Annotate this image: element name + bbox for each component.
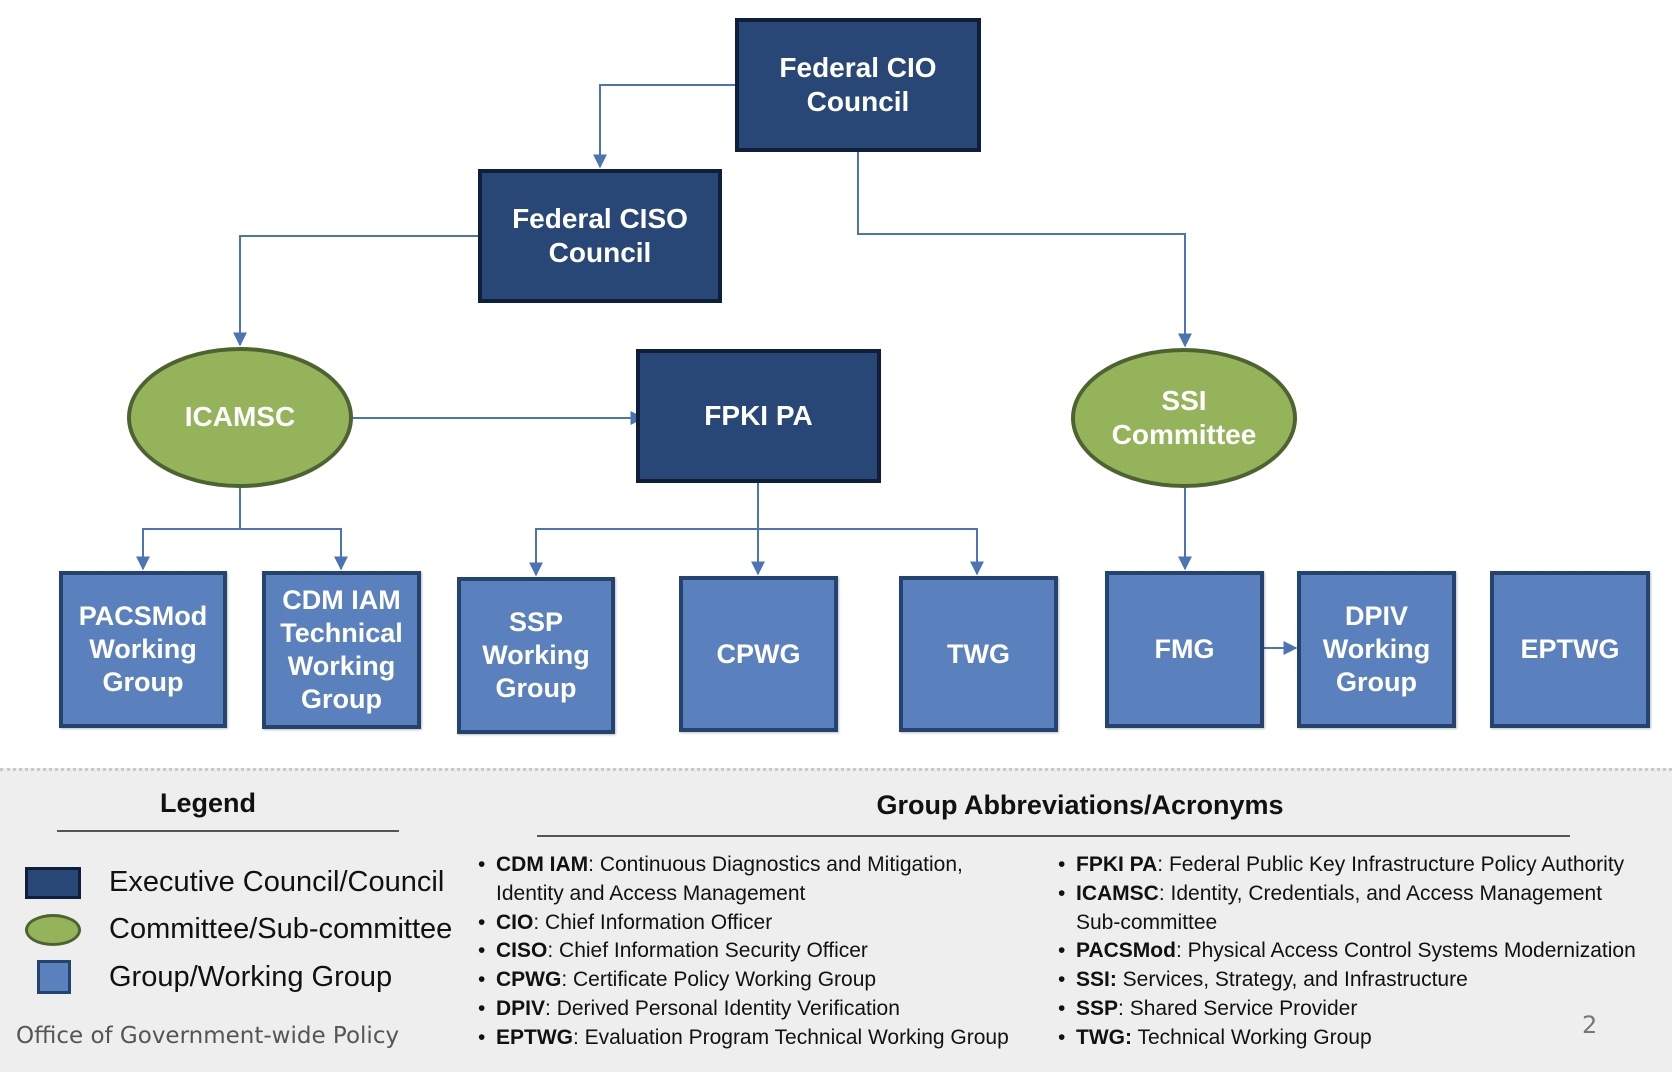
bullet-icon: •	[1058, 968, 1066, 992]
abbreviation-term: SSP	[1076, 996, 1119, 1020]
connector-fpki-to-ssp	[529, 483, 759, 577]
abbreviation-separator: :	[1158, 881, 1165, 905]
bullet-icon: •	[478, 996, 486, 1020]
abbreviation-item: • CIO: Chief Information Officer	[478, 909, 1038, 938]
node-federal-ciso-council: Federal CISO Council	[478, 169, 722, 303]
page-number: 2	[1582, 1011, 1598, 1039]
abbreviation-item: • EPTWG: Evaluation Program Technical Wor…	[478, 1024, 1038, 1053]
abbreviation-separator: :	[1118, 996, 1124, 1020]
org-chart: Federal CIO Council Federal CISO Council…	[59, 18, 1650, 734]
node-fpki-pa: FPKI PA	[636, 349, 881, 483]
abbreviation-separator: :	[547, 939, 554, 963]
abbreviation-description: Evaluation Program Technical Working Gro…	[578, 1025, 1009, 1049]
legend-divider	[57, 830, 399, 832]
abbreviation-description: Federal Public Key Infrastructure Policy…	[1163, 853, 1625, 876]
abbreviation-description: Chief Information Officer	[539, 910, 773, 934]
legend-item-committee: Committee/Sub-committee	[25, 913, 452, 946]
abbreviation-term: PACSMod	[1076, 939, 1176, 963]
abbreviations-title: Group Abbreviations/Acronyms	[876, 790, 1284, 820]
light-blue-square-icon	[37, 960, 71, 994]
abbreviation-item: • SSP: Shared Service Provider	[1058, 995, 1663, 1024]
abbreviation-term: CDM IAM	[496, 853, 589, 876]
abbreviation-separator: :	[588, 853, 594, 876]
connector-ciso-to-icamsc	[233, 235, 478, 347]
dark-blue-rectangle-icon	[25, 866, 81, 899]
legend-label: Committee/Sub-committee	[109, 913, 453, 945]
abbreviation-item: • SSI: Services, Strategy, and Infrastruc…	[1058, 966, 1663, 995]
bullet-icon: •	[478, 1025, 486, 1049]
bullet-icon: •	[1058, 853, 1066, 876]
abbreviation-description: Physical Access Control Systems Moderniz…	[1181, 939, 1636, 963]
abbreviations-left-column: • CDM IAM: Continuous Diagnostics and Mit…	[478, 851, 1038, 1053]
abbreviation-item: • TWG: Technical Working Group	[1058, 1024, 1663, 1053]
abbreviation-description: Identity, Credentials, and Access Manage…	[1076, 881, 1603, 934]
legend-item-executive: Executive Council/Council	[25, 866, 444, 899]
bullet-icon: •	[478, 853, 486, 876]
abbreviation-term: ICAMSC	[1076, 881, 1159, 905]
abbreviation-separator: :	[533, 910, 540, 934]
node-eptwg: EPTWG	[1490, 571, 1650, 728]
abbreviation-description: Shared Service Provider	[1123, 996, 1358, 1020]
legend-title: Legend	[160, 788, 257, 818]
abbreviation-separator: :	[1175, 939, 1182, 963]
abbreviation-term: FPKI PA	[1076, 853, 1158, 876]
bullet-icon: •	[478, 910, 486, 934]
bullet-icon: •	[1058, 881, 1066, 905]
abbreviation-term: CPWG	[496, 968, 562, 992]
bullet-icon: •	[478, 968, 486, 992]
bullet-icon: •	[478, 939, 486, 963]
connector-cio-to-ciso	[593, 84, 735, 169]
abbreviation-term: CIO	[496, 910, 534, 934]
abbreviation-description: Certificate Policy Working Group	[567, 968, 877, 992]
node-federal-cio-council: Federal CIO Council	[735, 18, 981, 152]
node-twg: TWG	[899, 576, 1058, 732]
connector-cio-to-ssi	[857, 152, 1192, 348]
abbreviation-description: Derived Personal Identity Verification	[550, 996, 900, 1020]
node-cpwg: CPWG	[679, 576, 838, 732]
abbreviation-term: DPIV	[496, 996, 546, 1020]
abbreviation-item: • CPWG: Certificate Policy Working Group	[478, 966, 1038, 995]
abbreviations-right-column: • FPKI PA: Federal Public Key Infrastruct…	[1058, 851, 1663, 1053]
node-pacsmod-working-group: PACSMod Working Group	[59, 571, 227, 728]
abbreviation-separator: :	[1157, 853, 1164, 876]
abbreviation-description: Technical Working Group	[1131, 1025, 1372, 1049]
abbreviation-separator: :	[561, 968, 568, 992]
footer-panel	[0, 768, 1672, 1072]
node-fmg: FMG	[1105, 571, 1264, 728]
abbreviation-description: Services, Strategy, and Infrastructure	[1116, 968, 1468, 992]
bullet-icon: •	[1058, 939, 1066, 963]
connector-lines	[136, 84, 1298, 655]
legend-label: Executive Council/Council	[109, 866, 445, 898]
node-ssi-committee: SSI Committee	[1071, 348, 1297, 488]
bullet-icon: •	[1058, 996, 1066, 1020]
abbreviation-separator: :	[573, 1025, 579, 1049]
connector-fpki-to-twg	[758, 528, 984, 576]
connector-icamsc-to-pacsmod	[136, 488, 241, 571]
abbreviation-term: CISO	[496, 939, 548, 963]
green-ellipse-icon	[25, 913, 81, 946]
legend-label: Group/Working Group	[109, 960, 393, 993]
node-icamsc: ICAMSC	[127, 347, 353, 488]
bullet-icon: •	[1058, 1025, 1066, 1049]
abbreviation-item: • ICAMSC: Identity, Credentials, and Acce…	[1058, 880, 1663, 938]
abbreviation-description: Continuous Diagnostics and Mitigation, I…	[496, 853, 963, 905]
abbreviation-item: • CDM IAM: Continuous Diagnostics and Mit…	[478, 851, 1038, 909]
connector-icamsc-to-cdm-iam	[240, 528, 348, 571]
abbreviation-item: • CISO: Chief Information Security Office…	[478, 937, 1038, 966]
abbreviation-separator: :	[545, 996, 551, 1020]
node-dpiv-working-group: DPIV Working Group	[1297, 571, 1456, 728]
legend-item-group: Group/Working Group	[25, 960, 392, 994]
abbreviation-term: TWG:	[1076, 1025, 1132, 1049]
node-ssp-working-group: SSP Working Group	[457, 577, 615, 734]
abbreviation-item: • PACSMod: Physical Access Control System…	[1058, 937, 1663, 966]
abbreviation-description: Chief Information Security Officer	[553, 939, 868, 963]
node-cdm-iam-technical-working-group: CDM IAM Technical Working Group	[262, 571, 421, 729]
office-label: Office of Government-wide Policy	[16, 1023, 400, 1049]
abbreviation-item: • FPKI PA: Federal Public Key Infrastruct…	[1058, 851, 1663, 880]
abbreviation-term: SSI:	[1076, 968, 1117, 992]
abbreviation-term: EPTWG	[496, 1025, 573, 1049]
abbreviations-divider	[537, 835, 1570, 837]
abbreviation-item: • DPIV: Derived Personal Identity Verific…	[478, 995, 1038, 1024]
